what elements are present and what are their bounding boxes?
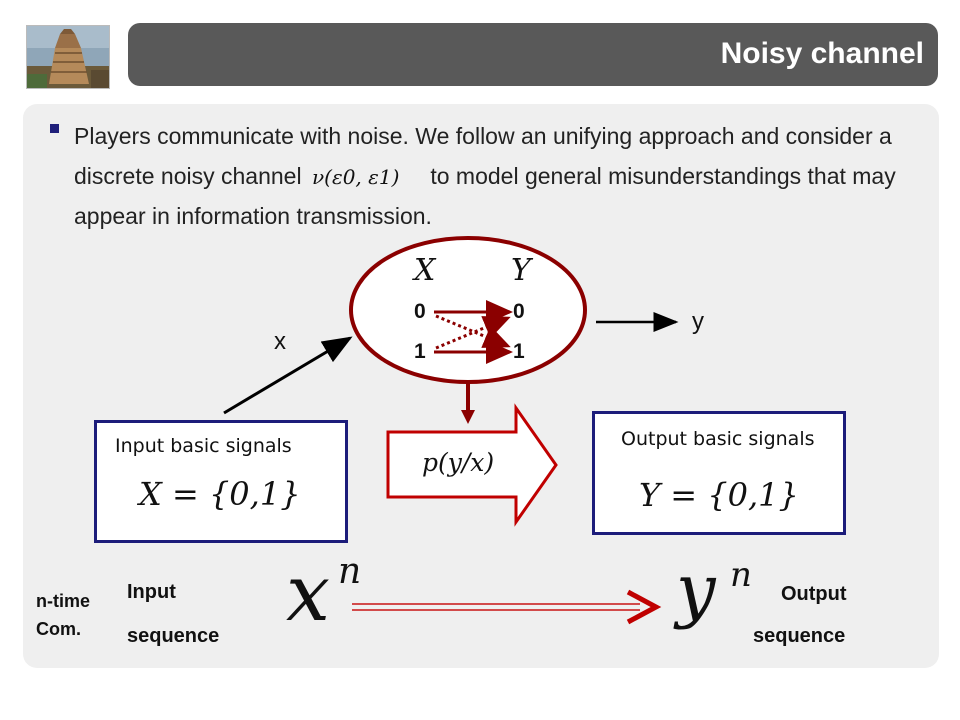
title-bar: Noisy channel (128, 23, 938, 86)
y-label: y (692, 308, 704, 335)
input-signals-box: Input basic signals X = {0,1} (94, 420, 348, 543)
output-bit-0: 0 (513, 300, 525, 323)
transition-big-arrow (386, 403, 558, 527)
n-time-label-line2: Com. (36, 619, 81, 639)
output-signals-box: Output basic signals Y = {0,1} (592, 411, 846, 535)
output-sequence-line2: sequence (753, 625, 846, 647)
transition-probability-formula: p(y/x) (422, 448, 495, 477)
x-n-base: x (286, 549, 330, 639)
logo-image (26, 25, 110, 89)
n-time-label-line1: n-time (36, 591, 90, 611)
output-box-formula: Y = {0,1} (639, 476, 799, 514)
input-bit-0: 0 (414, 300, 426, 323)
x-n-exponent: n (338, 551, 362, 592)
bullet-square-icon (50, 124, 59, 133)
bullet-text-before: Players communicate with noise. We follo… (74, 123, 892, 189)
input-box-title: Input basic signals (115, 435, 292, 457)
y-n-base: y (676, 549, 716, 631)
input-sequence-line2: sequence (127, 625, 220, 647)
y-n-exponent: n (730, 555, 752, 595)
channel-x-label: X (414, 253, 436, 288)
bullet-text-after: to model general misunderstandings that … (74, 163, 896, 229)
bullet-text: Players communicate with noise. We follo… (74, 116, 914, 236)
arrow-0-to-1 (435, 314, 511, 348)
channel-formula-text: ν(ε0, ε1) (312, 165, 399, 189)
input-sequence-line1: Input (127, 581, 176, 603)
input-arrow (223, 336, 353, 415)
input-bit-1: 1 (414, 340, 426, 363)
input-box-formula: X = {0,1} (139, 475, 301, 513)
output-bit-1: 1 (513, 340, 525, 363)
output-sequence-line1: Output (781, 583, 847, 605)
arrow-1-to-0 (435, 316, 511, 350)
channel-formula: ν(ε0, ε1) (312, 165, 399, 189)
channel-ellipse (349, 236, 587, 384)
channel-y-label: Y (511, 253, 531, 288)
content-panel (23, 104, 939, 668)
output-box-title: Output basic signals (621, 428, 815, 450)
sequence-arrow-head (626, 589, 662, 625)
slide-title: Noisy channel (720, 37, 924, 70)
x-label: x (274, 328, 286, 355)
